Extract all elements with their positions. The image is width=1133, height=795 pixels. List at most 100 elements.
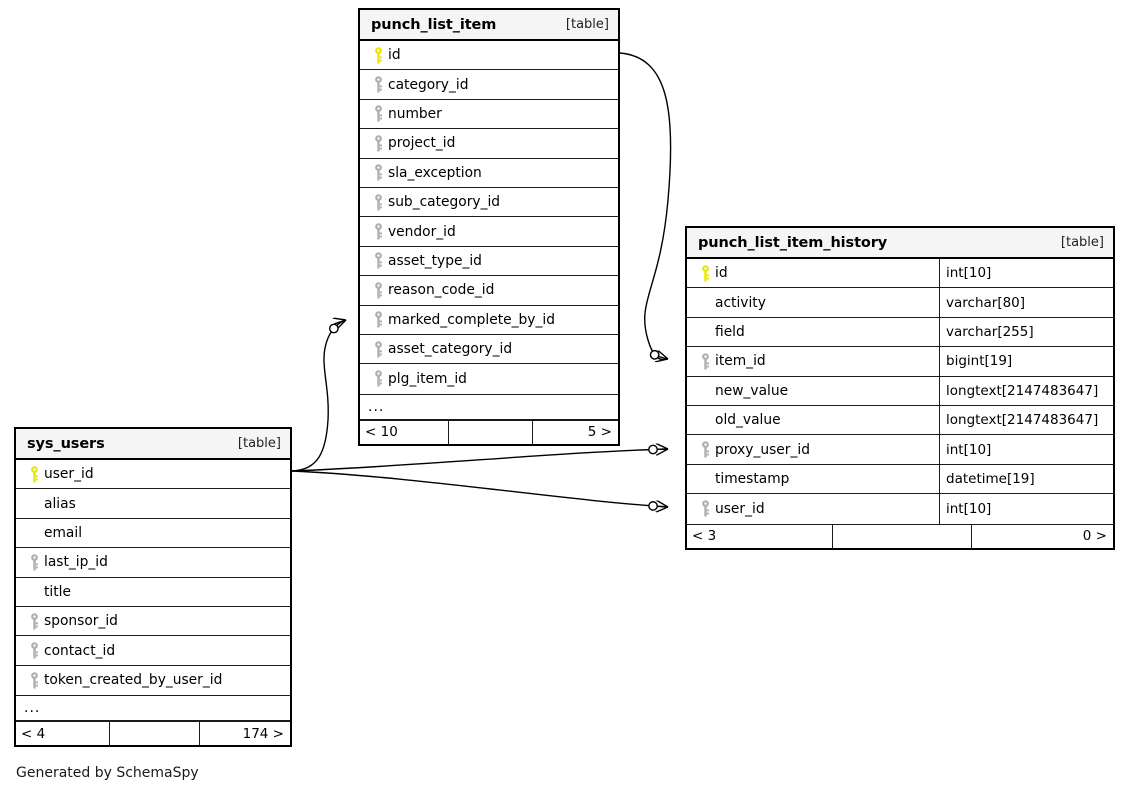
column-name: email: [44, 524, 83, 541]
column-name-cell: proxy_user_id: [687, 435, 939, 463]
optional-marker: [328, 323, 339, 334]
column-row[interactable]: user_id: [16, 460, 290, 490]
column-name-cell: token_created_by_user_id: [16, 666, 290, 695]
column-type: longtext[2147483647]: [939, 405, 1113, 435]
key-icon-foreign: [368, 223, 388, 240]
column-name-cell: field: [687, 318, 939, 346]
column-row[interactable]: sla_exception: [360, 159, 618, 188]
column-row[interactable]: sponsor_id: [16, 607, 290, 637]
relationship-sys_users-user_id-to-history-user_id: [291, 470, 668, 507]
column-name: sponsor_id: [44, 613, 118, 630]
parents-count[interactable]: < 10: [365, 424, 398, 441]
column-row[interactable]: token_created_by_user_id: [16, 666, 290, 695]
more-columns-indicator: ...: [360, 393, 618, 420]
footer-middle: [831, 524, 973, 548]
column-name-cell: user_id: [687, 494, 939, 523]
column-name-cell: alias: [16, 489, 290, 517]
children-count[interactable]: 0 >: [1082, 528, 1107, 545]
column-row[interactable]: last_ip_id: [16, 548, 290, 578]
column-type: int[10]: [939, 435, 1113, 464]
column-name: title: [44, 583, 71, 600]
more-columns-indicator: ...: [16, 695, 290, 722]
column-row[interactable]: category_id: [360, 70, 618, 100]
footer-middle: [109, 722, 200, 746]
column-name-cell: old_value: [687, 406, 939, 434]
column-name: contact_id: [44, 642, 116, 659]
column-row[interactable]: number: [360, 100, 618, 130]
key-icon-foreign: [368, 193, 388, 211]
column-row[interactable]: old_value longtext[2147483647]: [687, 405, 1113, 436]
column-row[interactable]: title: [16, 578, 290, 607]
column-type: varchar[80]: [939, 288, 1113, 317]
table-title: punch_list_item_history: [698, 234, 888, 251]
table-header-sys_users[interactable]: sys_users [table]: [16, 429, 290, 460]
table-header-punch_list_item[interactable]: punch_list_item[table]: [360, 10, 618, 41]
column-name-cell: new_value: [687, 377, 939, 405]
key-icon-foreign: [368, 76, 388, 93]
column-name: proxy_user_id: [715, 441, 810, 458]
column-name: old_value: [715, 412, 781, 429]
table-kind-label: [table]: [237, 436, 281, 451]
column-name: asset_type_id: [388, 252, 482, 269]
table-title: punch_list_item: [371, 16, 497, 33]
key-icon-primary: [24, 465, 44, 483]
table-header-punch_list_item_history[interactable]: punch_list_item_history[table]: [687, 228, 1113, 259]
column-row[interactable]: sub_category_id: [360, 188, 618, 218]
column-row[interactable]: project_id: [360, 129, 618, 159]
relationship-punch_list_item-id-to-history-item_id: [619, 52, 672, 359]
column-name: id: [388, 47, 401, 64]
column-name-cell: vendor_id: [360, 217, 618, 245]
column-name-cell: sla_exception: [360, 159, 618, 187]
key-icon-foreign: [368, 340, 388, 358]
key-icon-primary: [695, 264, 715, 282]
column-name: timestamp: [715, 470, 790, 487]
optional-marker: [648, 501, 658, 511]
schemaspy-credit: Generated by SchemaSpy: [16, 765, 199, 781]
column-name: new_value: [715, 382, 789, 399]
children-count[interactable]: 174 >: [242, 725, 284, 742]
column-name-cell: email: [16, 519, 290, 547]
column-row[interactable]: plg_item_id: [360, 364, 618, 393]
column-row[interactable]: reason_code_id: [360, 276, 618, 306]
column-name-cell: id: [360, 41, 618, 69]
parents-count[interactable]: < 3: [692, 528, 717, 545]
table-footer-punch_list_item: < 10 5 >: [360, 419, 618, 444]
column-name-cell: project_id: [360, 129, 618, 157]
key-icon-primary: [368, 46, 388, 64]
column-row[interactable]: vendor_id: [360, 217, 618, 247]
table-title: sys_users: [27, 435, 105, 452]
column-name-cell: item_id: [687, 347, 939, 375]
column-row[interactable]: alias: [16, 489, 290, 519]
key-icon-foreign: [695, 441, 715, 458]
table-footer-punch_list_item_history: < 3 0 >: [687, 523, 1113, 548]
column-name-cell: last_ip_id: [16, 548, 290, 576]
key-icon-foreign: [368, 252, 388, 269]
optional-marker: [648, 444, 658, 455]
column-row[interactable]: id: [360, 41, 618, 71]
column-row[interactable]: contact_id: [16, 636, 290, 666]
column-type: int[10]: [939, 259, 1113, 288]
column-name-cell: timestamp: [687, 465, 939, 493]
key-icon-foreign: [368, 135, 388, 152]
column-row[interactable]: asset_category_id: [360, 335, 618, 365]
parents-count[interactable]: < 4: [21, 725, 46, 742]
key-icon-foreign: [368, 370, 388, 387]
children-count[interactable]: 5 >: [587, 424, 612, 441]
column-name: category_id: [388, 76, 469, 93]
column-row[interactable]: proxy_user_id int[10]: [687, 435, 1113, 465]
column-row[interactable]: asset_type_id: [360, 247, 618, 277]
column-row[interactable]: marked_complete_by_id: [360, 306, 618, 335]
column-name: reason_code_id: [388, 282, 495, 299]
column-row[interactable]: email: [16, 519, 290, 549]
